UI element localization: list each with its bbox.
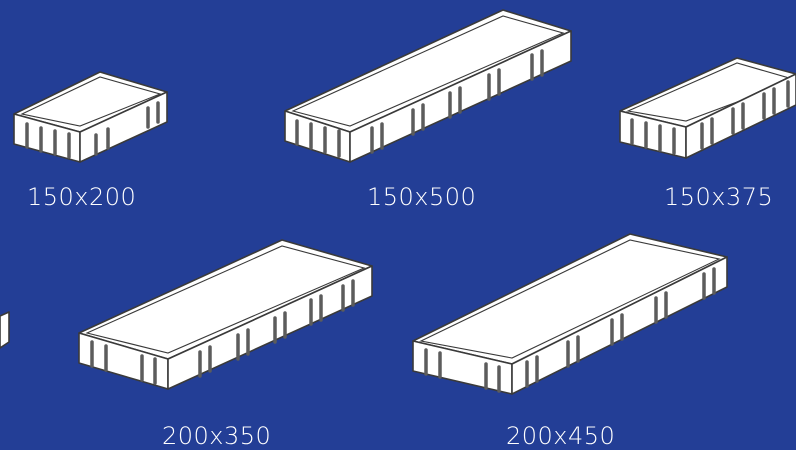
tile-200x350-label: 200x350 <box>162 422 272 450</box>
tile-200x350-illustration <box>78 239 373 390</box>
tile-partial-left-illustration <box>0 311 10 349</box>
tile-150x500-label: 150x500 <box>367 183 477 211</box>
tile-150x375-illustration <box>619 57 796 159</box>
tile-150x200-label: 150x200 <box>27 183 137 211</box>
tile-150x500-illustration <box>284 9 572 163</box>
tile-200x450-illustration <box>412 233 728 395</box>
tile-200x450-label: 200x450 <box>506 422 616 450</box>
tile-150x200-illustration <box>13 71 168 163</box>
tile-150x375-label: 150x375 <box>664 183 774 211</box>
